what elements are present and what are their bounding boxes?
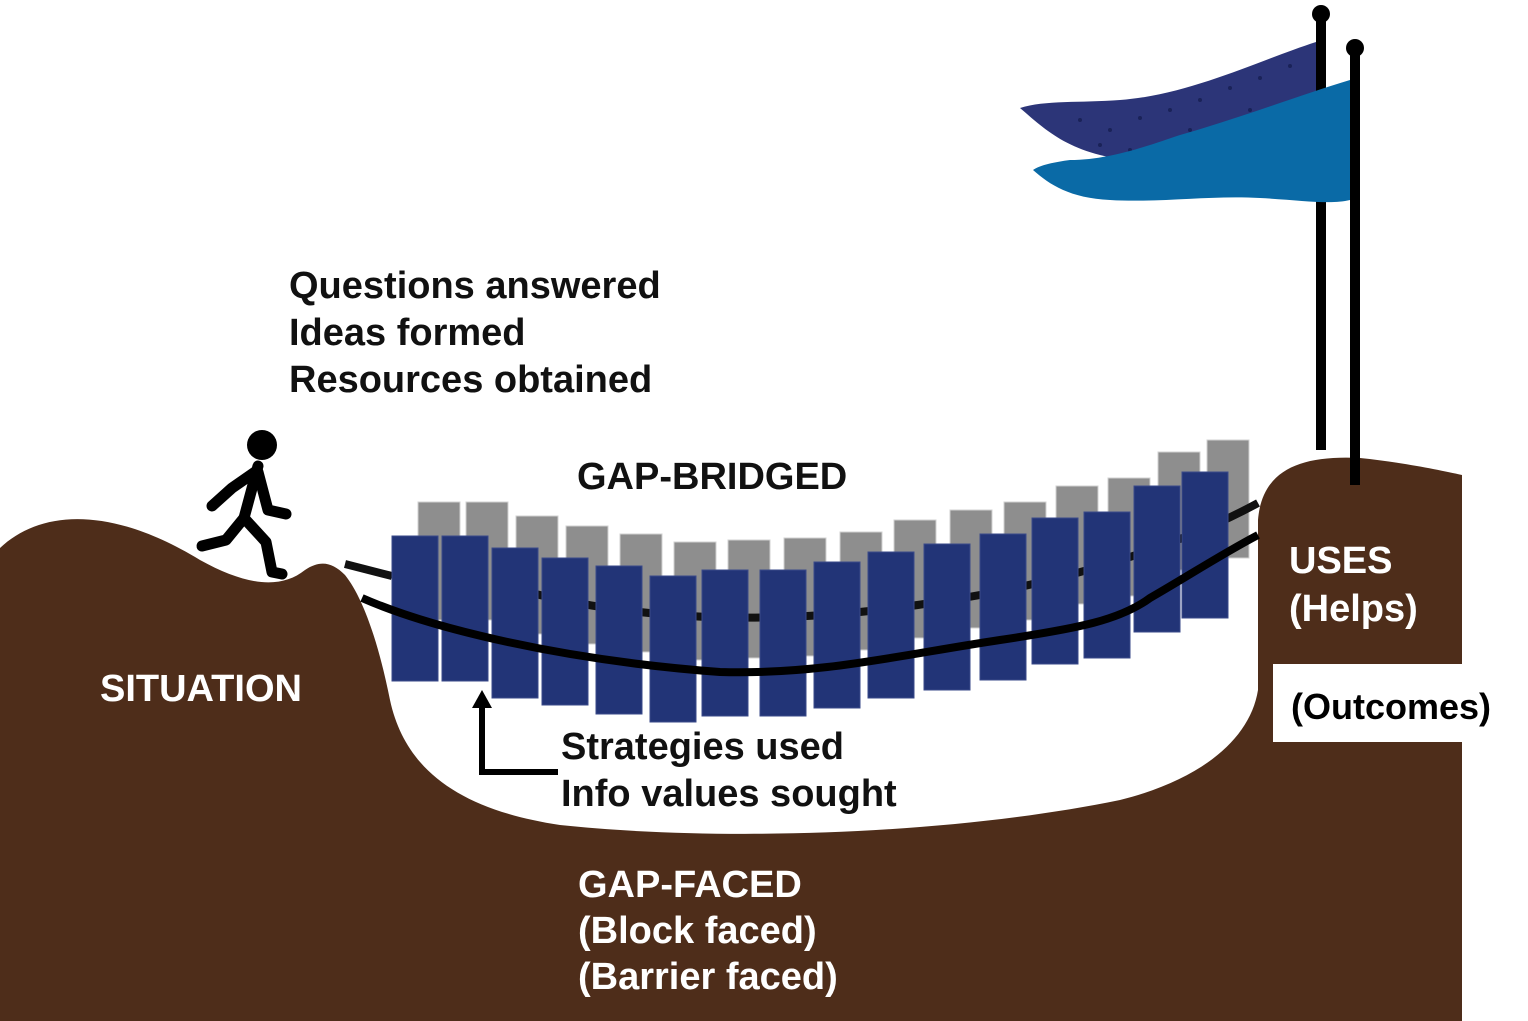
outcomes-box: (Outcomes): [1273, 664, 1528, 742]
block-faced-label: (Block faced): [578, 910, 817, 952]
outcomes-label: (Outcomes): [1291, 686, 1492, 727]
uses-label: USES: [1289, 540, 1393, 582]
pointer-arrow: [472, 690, 558, 775]
resources-obtained-label: Resources obtained: [289, 359, 653, 401]
flag-pole-tip: [1346, 39, 1364, 57]
walking-person-icon: [196, 430, 292, 580]
ground: [0, 457, 1462, 1021]
situation-label: SITUATION: [100, 668, 302, 710]
questions-answered-label: Questions answered: [289, 265, 661, 307]
gap-bridged-label: GAP-BRIDGED: [577, 456, 848, 498]
strategies-used-label: Strategies used: [561, 726, 844, 768]
flag-icon: [1033, 80, 1350, 203]
flag-pole-tip: [1312, 5, 1330, 23]
helps-label: (Helps): [1289, 588, 1418, 630]
flag-pattern: [1078, 64, 1292, 152]
barrier-faced-label: (Barrier faced): [578, 956, 838, 998]
bridge-rope-front: [360, 531, 1260, 677]
ideas-formed-label: Ideas formed: [289, 312, 526, 354]
gap-faced-label: GAP-FACED: [578, 864, 802, 906]
bridge-rope-stub: [344, 560, 393, 580]
info-values-sought-label: Info values sought: [561, 773, 897, 815]
